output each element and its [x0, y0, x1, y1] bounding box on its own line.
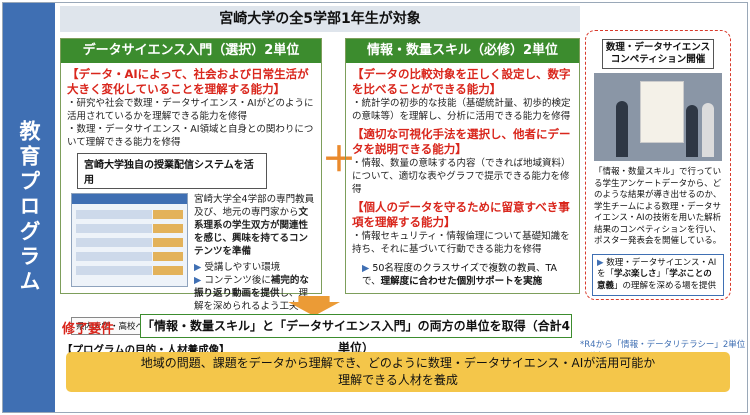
- system-heading: 宮崎大学独自の授業配信システムを活用: [77, 153, 267, 189]
- triangle-icon: ▶: [362, 263, 370, 274]
- purpose-line: 理解できる人材を養成: [338, 373, 458, 387]
- left-goal-item: ・数理・データサイエンス・AI領域と自身との関わりについて理解できる能力を修得: [67, 124, 314, 148]
- triangle-icon: ▶: [194, 275, 202, 286]
- system-desc: 宮崎大学全4学部の専門教員及び、地元の専門家から文系理系の学生双方が関連性を感じ…: [194, 194, 315, 257]
- competition-panel: 数理・データサイエンスコンペティション開催 「情報・数量スキル」で行っている学生…: [585, 30, 731, 300]
- system-bullet: ▶ コンテンツ後に補完的な振り返り動画を提供し、理解を深められるよう工夫: [194, 275, 309, 312]
- middle-section-title: 【データの比較対象を正しく設定し、数字を比べることができる能力】: [352, 67, 571, 96]
- triangle-icon: ▶: [194, 262, 202, 273]
- left-goal-section: 【データ・AIによって、社会および日常生活が大きく変化していることを理解する能力…: [61, 63, 321, 149]
- middle-heading: 情報・数量スキル（必修）2単位: [346, 39, 579, 63]
- middle-section-body: ・情報、数量の意味する内容（できれば地域資料）について、適切な表やグラフで提示で…: [352, 158, 571, 195]
- middle-section-body: ・統計学の初歩的な技能（基礎統計量、初歩的検定の意味等）を理解し、分析に活用でき…: [352, 98, 571, 122]
- competition-highlight: ▶ 数理・データサイエンス・AIを「学ぶ楽しさ」「学ぶことの意義」の理解を深める…: [592, 253, 724, 296]
- purpose-box: 地域の問題、課題をデータから理解でき、どのように数理・データサイエンス・AIが活…: [66, 352, 730, 392]
- system-screenshot: [71, 193, 189, 287]
- main-title: 宮崎大学の全5学部1年生が対象: [60, 6, 580, 32]
- left-goal-item: ・研究や社会で数理・データサイエンス・AIがどのように活用されているかを理解でき…: [67, 98, 314, 122]
- requirement-label: 修了要件: [62, 322, 115, 337]
- left-column: データサイエンス入門（選択）2単位 【データ・AIによって、社会および日常生活が…: [60, 38, 322, 335]
- left-goal-title: 【データ・AIによって、社会および日常生活が大きく変化していることを理解する能力…: [67, 67, 309, 96]
- requirement-box: 「情報・数量スキル」と「データサイエンス入門」の両方の単位を取得（合計4単位）: [140, 314, 572, 355]
- competition-desc: 「情報・数量スキル」で行っている学生アンケートデータから、どのような結果が導き出…: [594, 167, 722, 246]
- side-panel: 教育プログラム: [3, 3, 55, 412]
- system-text: 宮崎大学全4学部の専門教員及び、地元の専門家から文系理系の学生双方が関連性を感じ…: [188, 193, 315, 313]
- left-heading: データサイエンス入門（選択）2単位: [61, 39, 321, 63]
- middle-section: 【データの比較対象を正しく設定し、数字を比べることができる能力】 ・統計学の初歩…: [346, 63, 579, 123]
- middle-section-title: 【適切な可視化手法を選択し、他者にデータを説明できる能力】: [352, 127, 571, 156]
- middle-section-body: ・情報セキュリティ・情報倫理について基礎知識を持ち、それに基づいて行動できる能力…: [352, 231, 570, 255]
- system-bullet: ▶ 受講しやすい環境: [194, 262, 281, 273]
- triangle-icon: ▶: [597, 257, 604, 268]
- side-label: 教育プログラム: [17, 120, 41, 295]
- middle-section: 【個人のデータを守るために留意すべき事項を理解する能力】 ・情報セキュリティ・情…: [346, 196, 579, 256]
- plus-icon: ＋: [322, 140, 356, 180]
- competition-photo: [594, 73, 722, 161]
- middle-column: 情報・数量スキル（必修）2単位 【データの比較対象を正しく設定し、数字を比べるこ…: [345, 38, 580, 294]
- system-row: 宮崎大学全4学部の専門教員及び、地元の専門家から文系理系の学生双方が関連性を感じ…: [71, 193, 315, 313]
- competition-heading: 数理・データサイエンスコンペティション開催: [602, 39, 714, 69]
- support-note: ▶ 50名程度のクラスサイズで複数の教員、TAで、理解度に合わせた個別サポートを…: [362, 263, 558, 287]
- middle-section-title: 【個人のデータを守るために留意すべき事項を理解する能力】: [352, 200, 570, 229]
- middle-section: 【適切な可視化手法を選択し、他者にデータを説明できる能力】 ・情報、数量の意味す…: [346, 123, 579, 196]
- purpose-line: 地域の問題、課題をデータから理解でき、どのように数理・データサイエンス・AIが活…: [140, 356, 656, 370]
